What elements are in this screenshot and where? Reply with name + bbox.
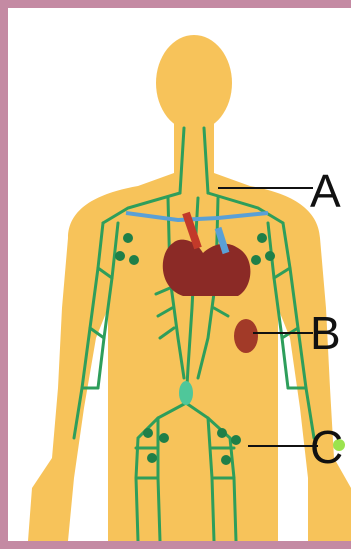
label-b: B	[310, 310, 341, 356]
diagram-frame: A B C	[8, 8, 351, 541]
spleen	[234, 319, 258, 353]
central-node	[179, 381, 193, 405]
label-a: A	[310, 168, 341, 214]
label-c: C	[310, 424, 343, 470]
lymphatic-diagram	[8, 8, 351, 541]
